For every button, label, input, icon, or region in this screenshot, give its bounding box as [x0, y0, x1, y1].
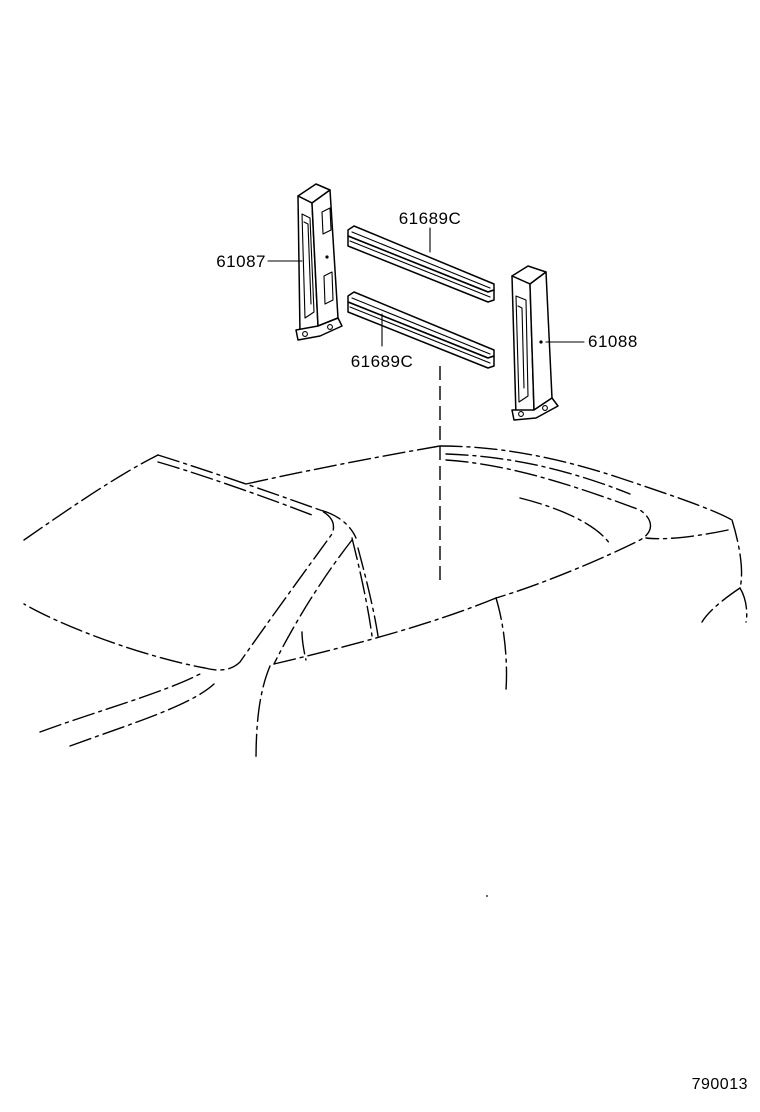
car-body-outline: [23, 366, 748, 761]
left-pillar-part[interactable]: [295, 183, 343, 341]
leader-lines: [267, 227, 585, 347]
right-pillar-part[interactable]: [511, 265, 559, 421]
part-labels: 61087 61689C 61689C 61088: [216, 209, 638, 371]
reference-code: 790013: [692, 1076, 748, 1093]
label-upper-rail: 61689C: [399, 209, 462, 228]
label-left-pillar: 61087: [216, 252, 266, 271]
lower-rail-part[interactable]: [347, 291, 495, 369]
upper-rail-part[interactable]: [347, 225, 495, 303]
stray-mark: [486, 895, 488, 897]
label-lower-rail: 61689C: [351, 352, 414, 371]
label-right-pillar: 61088: [588, 332, 638, 351]
